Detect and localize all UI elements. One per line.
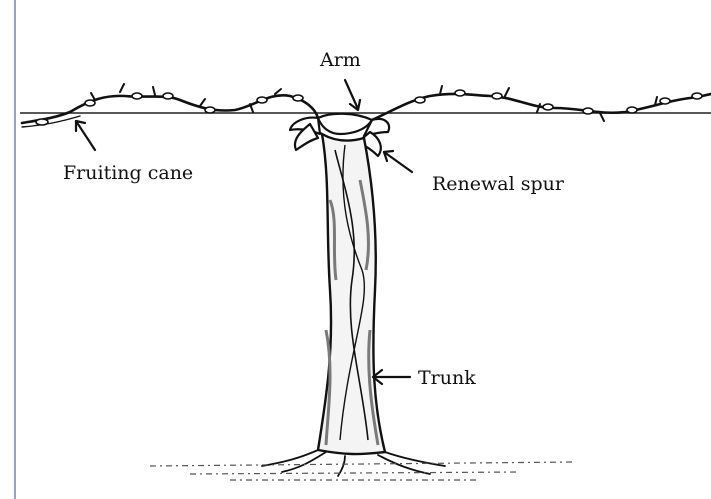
- label-fruiting-cane: Fruiting cane: [63, 162, 193, 184]
- right-fruiting-cane: [372, 86, 711, 121]
- ground-line: [150, 462, 575, 480]
- right-cane-buds: [415, 90, 702, 114]
- fruiting-cane-arrow: [76, 121, 95, 150]
- trunk-arrow: [373, 370, 410, 384]
- vine-trunk: [318, 134, 385, 454]
- renewal-spur-arrow: [384, 151, 412, 172]
- label-trunk: Trunk: [418, 367, 476, 389]
- label-arm: Arm: [319, 49, 361, 71]
- label-renewal-spur: Renewal spur: [432, 173, 565, 195]
- left-fruiting-cane: [22, 84, 318, 127]
- arm-arrow: [345, 80, 360, 110]
